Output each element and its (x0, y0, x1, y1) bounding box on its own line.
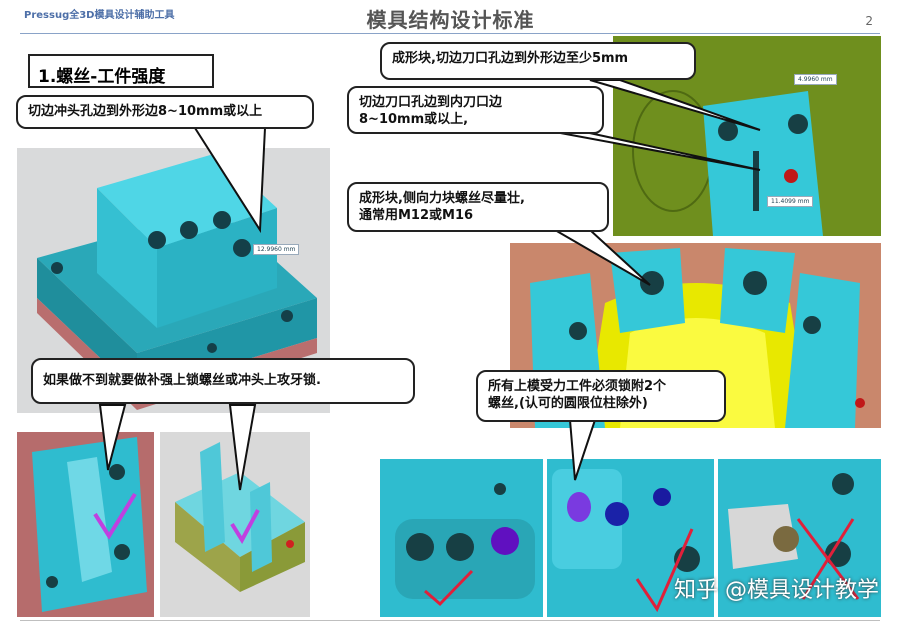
measure-label: 4.9960 mm (794, 74, 837, 85)
brand-logo: Pressug全3D模具设计辅助工具 (24, 10, 175, 21)
model-image-upper-die-1 (380, 459, 543, 617)
callout-text: 如果做不到就要做补强上锁螺丝或冲头上攻牙锁. (43, 373, 321, 388)
callout-cutter-edge: 切边刀口孔边到内刀口边 8~10mm或以上, (347, 86, 604, 134)
callout-punch-hole: 切边冲头孔边到外形边8~10mm或以上 (16, 95, 314, 129)
callout-text: 成形块,切边刀口孔边到外形边至少5mm (392, 51, 629, 66)
callout-text: 切边冲头孔边到外形边8~10mm或以上 (28, 104, 263, 119)
measure-label: 12.9960 mm (253, 244, 300, 255)
watermark: 知乎 @模具设计教学 (674, 578, 879, 603)
callout-text-line1: 所有上模受力工件必须锁附2个 (488, 379, 667, 394)
footer-divider (20, 620, 880, 621)
callout-side-force: 成形块,侧向力块螺丝尽量壮, 通常用M12或M16 (347, 182, 609, 232)
callout-upper-die: 所有上模受力工件必须锁附2个 螺丝,(认可的圆限位柱除外) (476, 370, 726, 422)
callout-text-line2: 螺丝,(认可的圆限位柱除外) (488, 396, 648, 411)
page-number: 2 (865, 14, 873, 28)
measure-label: 11.4099 mm (767, 196, 814, 207)
callout-text-line2: 8~10mm或以上, (359, 112, 469, 127)
model-image-reinforce-left (17, 432, 154, 617)
callout-reinforce: 如果做不到就要做补强上锁螺丝或冲头上攻牙锁. (31, 358, 415, 404)
callout-forming-block-5mm: 成形块,切边刀口孔边到外形边至少5mm (380, 42, 696, 80)
callout-text-line1: 成形块,侧向力块螺丝尽量壮, (359, 191, 525, 206)
header-divider (20, 33, 880, 34)
model-image-reinforce-right (160, 432, 310, 617)
model-image-upper-die-3 (718, 459, 881, 617)
section-title: 1.螺丝-工件强度 (28, 54, 214, 88)
callout-text-line1: 切边刀口孔边到内刀口边 (359, 95, 503, 110)
page-title: 模具结构设计标准 (366, 8, 535, 32)
model-image-upper-die-2 (547, 459, 714, 617)
callout-text-line2: 通常用M12或M16 (359, 208, 474, 223)
